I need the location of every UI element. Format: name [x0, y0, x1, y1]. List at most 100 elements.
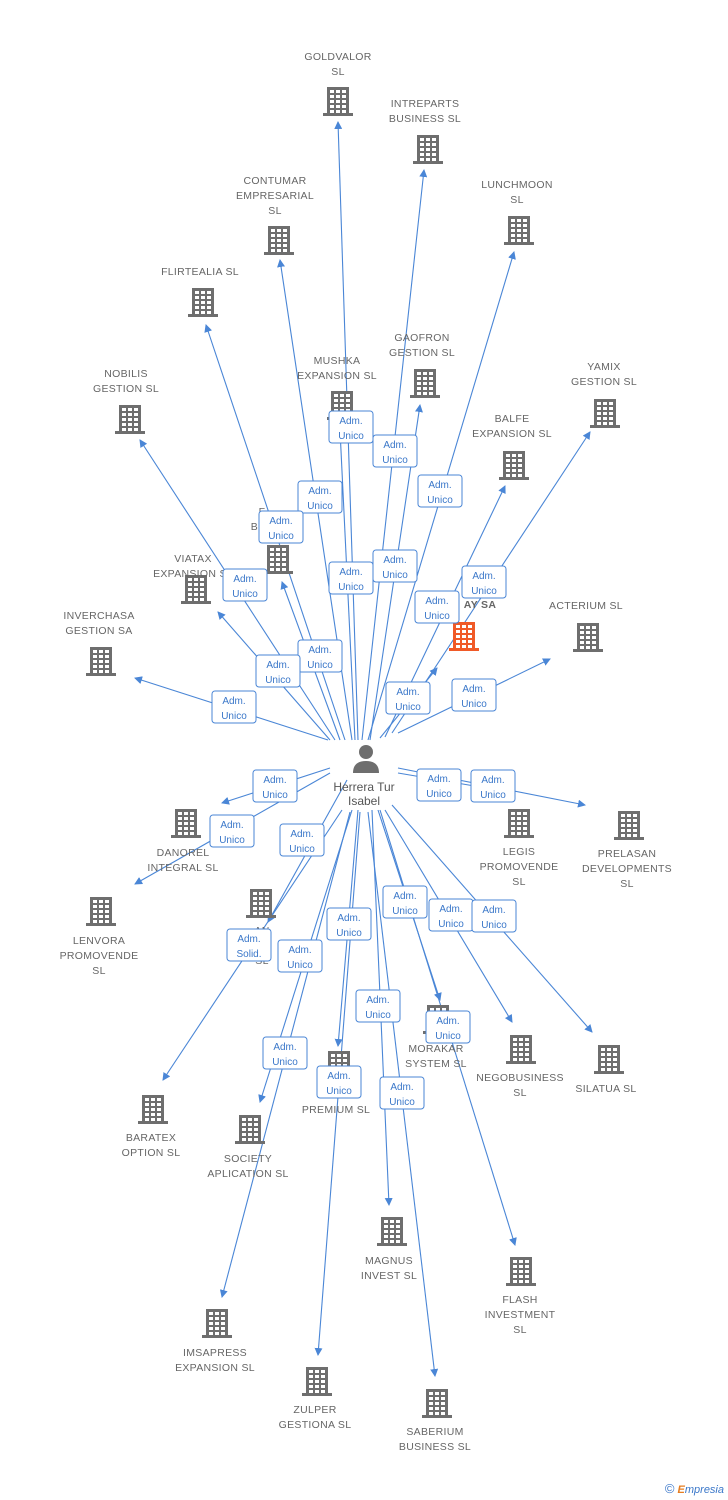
role-badge-17[interactable]: Adm.Unico — [470, 769, 516, 803]
company-name-line: BALFE — [495, 413, 530, 425]
role-badge-28[interactable]: Adm.Unico — [262, 1036, 308, 1070]
role-badge-11[interactable]: Adm.Unico — [255, 654, 301, 688]
role-detail: Unico — [262, 790, 288, 801]
role-badge-14[interactable]: Adm.Unico — [211, 690, 257, 724]
company-name-line: CONTUMAR — [243, 175, 306, 187]
building-icon — [188, 288, 218, 317]
role-type: Adm. — [390, 1082, 413, 1093]
company-name-line: GESTION SA — [65, 625, 132, 637]
company-name-line: ACTERIUM SL — [549, 600, 623, 612]
role-badge-25[interactable]: Adm.Unico — [277, 939, 323, 973]
role-badge-24[interactable]: Adm.Solid. — [226, 928, 272, 962]
building-icon — [422, 1389, 452, 1418]
company-name-line: SL — [92, 965, 105, 977]
role-badge-12[interactable]: Adm.Unico — [385, 681, 431, 715]
company-name-line: EXPANSION SL — [297, 370, 377, 382]
company-name-line: LENVORA — [73, 935, 125, 947]
role-detail: Unico — [307, 660, 333, 671]
role-badge-1[interactable]: Adm.Unico — [372, 434, 418, 468]
company-name-line: BUSINESS SL — [399, 1441, 471, 1453]
role-badge-23[interactable]: Adm.Unico — [326, 907, 372, 941]
role-badge-3[interactable]: Adm.Unico — [297, 480, 343, 514]
role-detail: Unico — [221, 711, 247, 722]
company-name-line: GOLDVALOR — [304, 51, 371, 63]
role-badge-30[interactable]: Adm.Unico — [379, 1076, 425, 1110]
brand-initial: E — [677, 1484, 685, 1496]
role-detail: Unico — [326, 1086, 352, 1097]
role-badge-10[interactable]: Adm.Unico — [297, 639, 343, 673]
company-node-22[interactable]: SILATUA SL — [575, 1045, 636, 1095]
role-badge-13[interactable]: Adm.Unico — [451, 678, 497, 712]
company-name-line: BUSINESS SL — [389, 113, 461, 125]
building-icon — [246, 889, 276, 918]
company-name-line: MUSHKA — [314, 355, 361, 367]
role-badge-7[interactable]: Adm.Unico — [461, 565, 507, 599]
role-badge-16[interactable]: Adm.Unico — [416, 768, 462, 802]
footer-credit[interactable]: © Empresia — [665, 1481, 724, 1496]
brand-name: mpresia — [684, 1484, 724, 1496]
company-node-12[interactable]: AY SA — [449, 599, 496, 651]
building-icon — [86, 897, 116, 926]
role-badge-5[interactable]: Adm.Unico — [328, 561, 374, 595]
role-badge-15[interactable]: Adm.Unico — [252, 769, 298, 803]
role-badge-26[interactable]: Adm.Unico — [355, 989, 401, 1023]
building-icon — [86, 647, 116, 676]
role-type: Adm. — [339, 416, 362, 427]
company-name-line: SL — [513, 1324, 526, 1336]
role-badge-18[interactable]: Adm.Unico — [209, 814, 255, 848]
role-badge-2[interactable]: Adm.Unico — [417, 474, 463, 508]
company-name-line: GESTION SL — [93, 383, 159, 395]
role-badge-27[interactable]: Adm.Unico — [425, 1010, 471, 1044]
role-badge-29[interactable]: Adm.Unico — [316, 1065, 362, 1099]
company-node-1[interactable]: INTREPARTS BUSINESS SL — [389, 98, 461, 164]
role-badge-22[interactable]: Adm.Unico — [471, 899, 517, 933]
role-detail: Unico — [424, 611, 450, 622]
company-name-line: FLASH — [502, 1294, 537, 1306]
center-person[interactable]: Herrera Tur Isabel — [333, 745, 395, 808]
building-icon — [573, 623, 603, 652]
role-type: Adm. — [266, 660, 289, 671]
role-badge-9[interactable]: Adm.Unico — [414, 590, 460, 624]
building-icon — [413, 135, 443, 164]
company-name-line: ZULPER — [293, 1404, 336, 1416]
role-detail: Unico — [307, 501, 333, 512]
company-name-line: SL — [620, 878, 633, 890]
role-badge-6[interactable]: Adm.Unico — [372, 549, 418, 583]
role-badge-21[interactable]: Adm.Unico — [428, 898, 474, 932]
company-name-line: PROMOVENDE — [480, 861, 559, 873]
company-node-4[interactable]: FLIRTEALIA SL — [161, 266, 239, 317]
role-badge-20[interactable]: Adm.Unico — [382, 885, 428, 919]
role-type: Adm. — [462, 684, 485, 695]
role-badge-0[interactable]: Adm.Unico — [328, 410, 374, 444]
role-type: Adm. — [396, 687, 419, 698]
company-node-6[interactable]: MUSHKA EXPANSION SL — [297, 355, 377, 420]
role-type: Adm. — [383, 440, 406, 451]
role-badge-8[interactable]: Adm.Unico — [222, 568, 268, 602]
company-node-13[interactable]: ACTERIUM SL — [549, 600, 623, 652]
role-badge-19[interactable]: Adm.Unico — [279, 823, 325, 857]
role-badge-4[interactable]: Adm.Unico — [258, 510, 304, 544]
role-detail: Unico — [427, 495, 453, 506]
company-name-line: INTREPARTS — [391, 98, 460, 110]
